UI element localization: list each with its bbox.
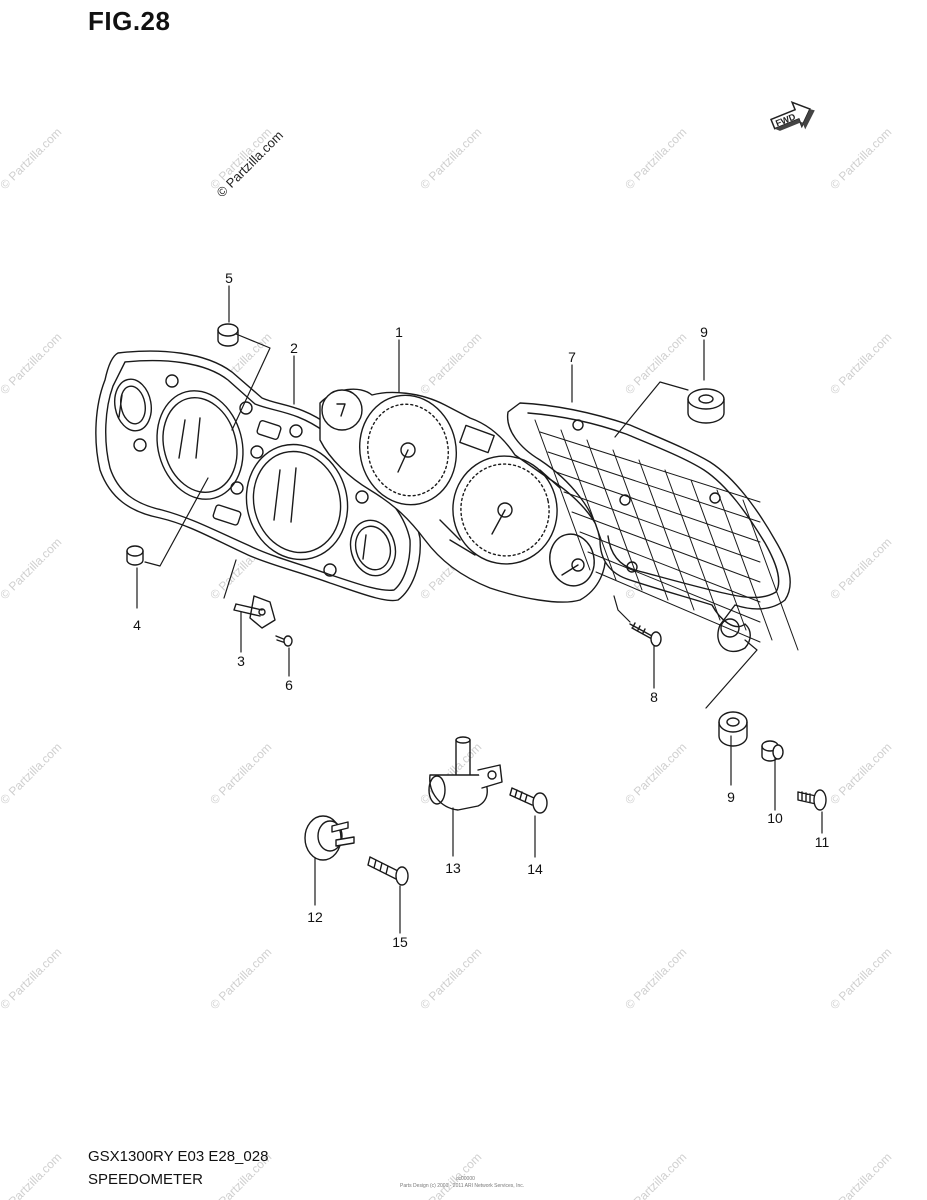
fwd-arrow-icon: FWD bbox=[770, 100, 815, 131]
part-15-screw bbox=[367, 856, 409, 886]
watermark-text: © Partzilla.com bbox=[0, 330, 64, 397]
part-11-bolt bbox=[797, 789, 827, 811]
watermark-text: © Partzilla.com bbox=[622, 1150, 689, 1200]
callout-8: 8 bbox=[650, 689, 658, 705]
watermark-text: © Partzilla.com bbox=[417, 125, 484, 192]
callout-3: 3 bbox=[237, 653, 245, 669]
watermark-text: © Partzilla.com bbox=[0, 740, 64, 807]
part-6-screw bbox=[275, 635, 293, 647]
callout-15: 15 bbox=[392, 934, 408, 950]
callout-13: 13 bbox=[445, 860, 461, 876]
callout-5: 5 bbox=[225, 270, 233, 286]
callout-9: 9 bbox=[727, 789, 735, 805]
callout-9: 9 bbox=[700, 324, 708, 340]
part-9-grommet-upper bbox=[687, 388, 725, 424]
watermark-text: © Partzilla.com bbox=[827, 945, 894, 1012]
part-13-speed-sensor bbox=[428, 736, 503, 811]
watermark-text: © Partzilla.com bbox=[0, 125, 64, 192]
part-9-grommet-lower bbox=[718, 711, 748, 747]
callout-2: 2 bbox=[290, 340, 298, 356]
callout-6: 6 bbox=[285, 677, 293, 693]
model-code: GSX1300RY E03 E28_028 bbox=[88, 1148, 269, 1165]
watermark-text: © Partzilla.com bbox=[827, 125, 894, 192]
part-7-lower-case bbox=[506, 402, 799, 653]
watermark-text: © Partzilla.com bbox=[622, 125, 689, 192]
figure-title: FIG.28 bbox=[88, 6, 171, 36]
leader-lines bbox=[136, 285, 823, 934]
watermark-text: © Partzilla.com bbox=[622, 945, 689, 1012]
watermark-text: © Partzilla.com bbox=[827, 535, 894, 602]
watermark-text: © Partzilla.com bbox=[0, 945, 64, 1012]
copyright-notice: Parts Design (c) 2001 - 2011 ARI Network… bbox=[400, 1183, 525, 1189]
part-2-meter-panel bbox=[95, 350, 421, 602]
callout-11: 11 bbox=[815, 834, 830, 850]
part-10-collar bbox=[761, 740, 784, 762]
watermark-text: © Partzilla.com bbox=[417, 945, 484, 1012]
callout-4: 4 bbox=[133, 617, 141, 633]
watermark-text: © Partzilla.com bbox=[827, 740, 894, 807]
part-4-cap bbox=[126, 545, 144, 566]
callout-14: 14 bbox=[527, 861, 543, 877]
callout-10: 10 bbox=[767, 810, 783, 826]
watermark-text: © Partzilla.com bbox=[0, 1150, 64, 1200]
watermark-text: © Partzilla.com bbox=[827, 1150, 894, 1200]
callout-12: 12 bbox=[307, 909, 323, 925]
watermark-text: © Partzilla.com bbox=[417, 330, 484, 397]
part-14-bolt bbox=[509, 787, 548, 814]
callout-7: 7 bbox=[568, 349, 576, 365]
watermark-text: © Partzilla.com bbox=[622, 740, 689, 807]
part-8-screw bbox=[629, 622, 662, 647]
section-name: SPEEDOMETER bbox=[88, 1171, 204, 1188]
watermark-text: © Partzilla.com bbox=[827, 330, 894, 397]
watermark-text: © Partzilla.com bbox=[207, 945, 274, 1012]
part-1-gauge-assembly bbox=[319, 388, 607, 603]
watermark-text: © Partzilla.com bbox=[0, 535, 64, 602]
watermark-layer: © Partzilla.com © Partzilla.com © Partzill… bbox=[0, 125, 894, 1200]
part-12-bulb-socket bbox=[304, 815, 355, 861]
part-5-grommet bbox=[217, 323, 239, 347]
watermark-text: © Partzilla.com bbox=[207, 740, 274, 807]
callout-1: 1 bbox=[395, 324, 403, 340]
part-3-bracket bbox=[233, 595, 276, 629]
small-print-code: cc00000 bbox=[456, 1176, 475, 1182]
